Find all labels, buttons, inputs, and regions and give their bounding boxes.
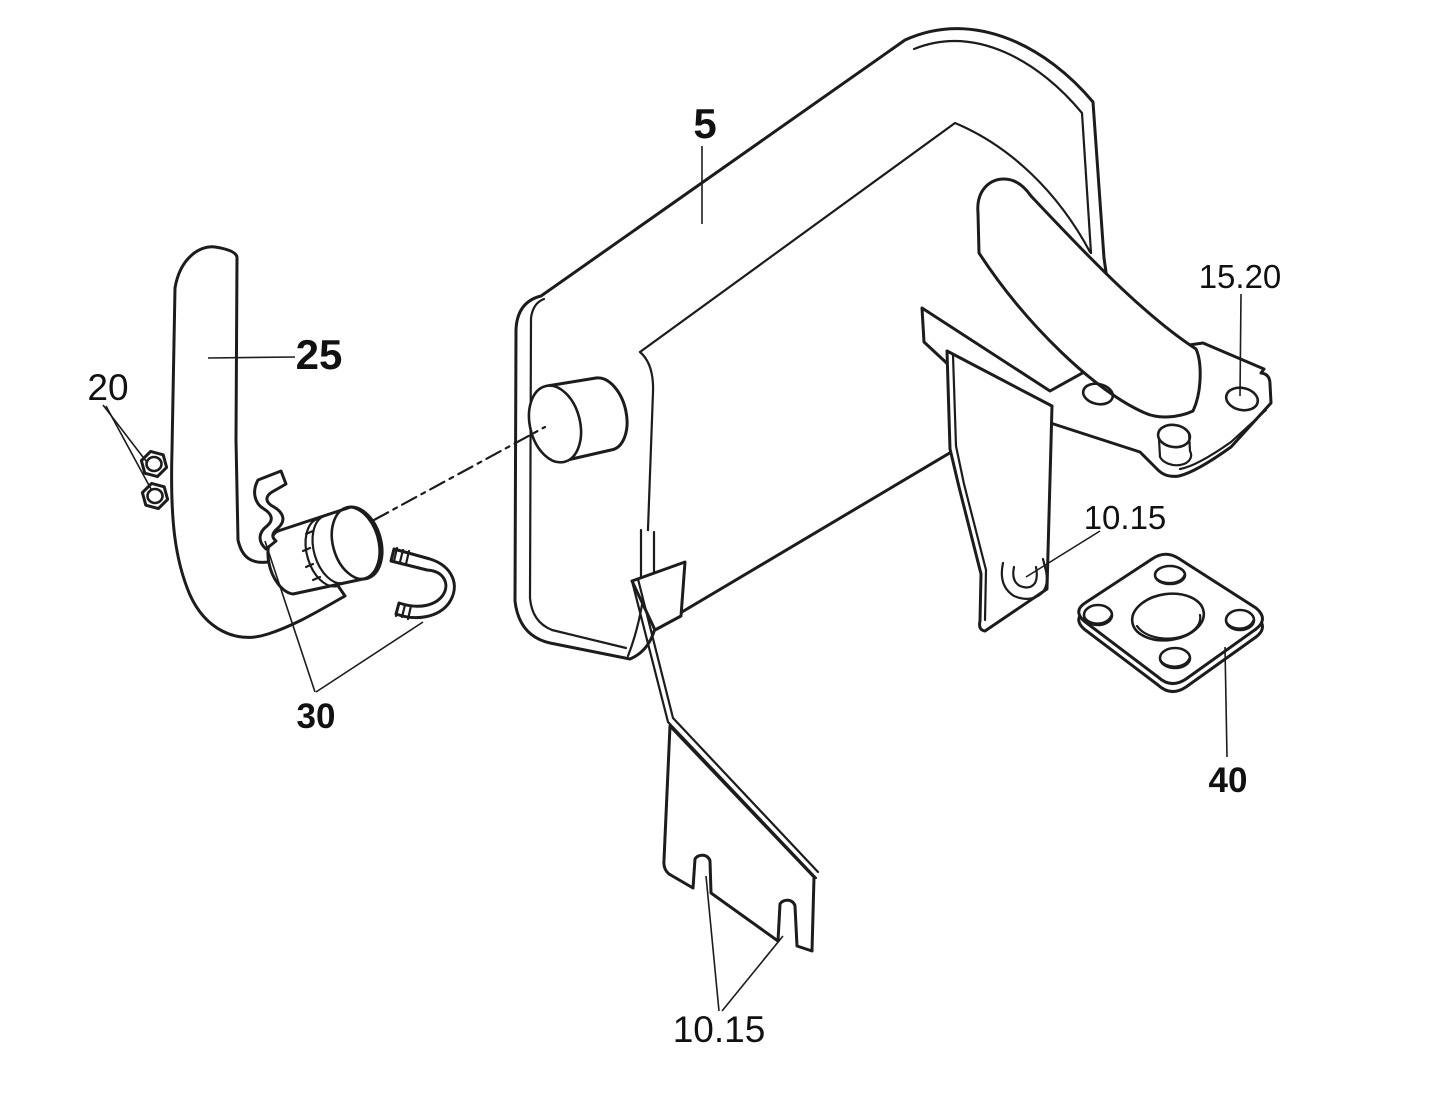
muffler-body bbox=[513, 27, 1115, 661]
gasket-hole-bottom bbox=[1158, 646, 1192, 670]
muffler-outline bbox=[513, 27, 1115, 661]
flange-holes bbox=[1081, 382, 1260, 467]
leader-40 bbox=[1224, 646, 1228, 758]
hanger-bracket bbox=[945, 349, 1054, 633]
callout-15-20: 15.20 bbox=[1199, 258, 1282, 295]
hanger-bracket-thickness bbox=[951, 353, 988, 622]
centerline-dash-dot bbox=[372, 425, 547, 522]
callout-10-15-upper: 10.15 bbox=[1084, 499, 1167, 536]
gasket-hole-right bbox=[1224, 608, 1256, 632]
gasket-hole-left-thk bbox=[1083, 614, 1113, 625]
pipe-sleeve bbox=[266, 505, 382, 596]
gasket-hole-left bbox=[1082, 603, 1114, 627]
elbow-outlet-pipe bbox=[976, 177, 1202, 419]
flange-plate-thickness bbox=[1178, 408, 1268, 471]
lower-bracket-edge-inner bbox=[636, 577, 820, 874]
muffler-inlet-rim bbox=[527, 384, 583, 464]
leader-10-15-lower-a bbox=[705, 875, 720, 1012]
lower-bracket-tab-fill bbox=[641, 530, 654, 577]
hex-nut-1 bbox=[139, 449, 169, 479]
leader-15-20 bbox=[1239, 293, 1242, 397]
hex-nut-1-bore bbox=[145, 455, 163, 473]
hex-nut-2-bore bbox=[146, 487, 164, 505]
hex-nut-2 bbox=[140, 481, 170, 511]
flange-boss-bottom bbox=[1158, 449, 1193, 467]
hook-slot-outer bbox=[1000, 557, 1048, 600]
leader-lines bbox=[102, 146, 1242, 1012]
pipe-sleeve-mouth bbox=[330, 505, 384, 581]
tailpipe-assembly bbox=[139, 245, 456, 639]
muffler-endcap-rim-top bbox=[529, 297, 546, 320]
callout-20: 20 bbox=[87, 367, 128, 408]
gasket bbox=[1077, 552, 1264, 693]
gasket-center-hole-thickness bbox=[1135, 613, 1202, 640]
callout-labels: 5 25 20 30 15.20 10.15 40 10.15 bbox=[87, 100, 1281, 1050]
gasket-hole-top-thk bbox=[1154, 574, 1186, 585]
gasket-hole-right-thk bbox=[1225, 619, 1255, 630]
u-bolt-threads bbox=[392, 546, 413, 621]
lower-bracket bbox=[630, 528, 820, 953]
lower-bracket-tab-edges bbox=[639, 528, 656, 579]
muffler-top-front-edge bbox=[638, 121, 1092, 354]
leader-20-b bbox=[105, 405, 152, 490]
leader-10-15-lower-b bbox=[721, 935, 784, 1012]
leader-30-a bbox=[264, 540, 316, 693]
muffler-right-rim bbox=[912, 40, 1093, 255]
callout-10-15-lower: 10.15 bbox=[673, 1009, 766, 1050]
lower-bracket-foot bbox=[662, 724, 816, 953]
callout-40: 40 bbox=[1209, 761, 1248, 800]
clamp-band bbox=[304, 514, 346, 588]
flange-hole-right bbox=[1224, 386, 1260, 412]
hex-nut-2-body bbox=[140, 481, 170, 511]
leader-10-15-upper bbox=[1025, 530, 1101, 578]
callout-25: 25 bbox=[296, 331, 343, 378]
hanger-bracket-body bbox=[945, 349, 1054, 633]
spring-clip bbox=[253, 469, 288, 551]
callout-30: 30 bbox=[297, 697, 336, 736]
flange-hole-left bbox=[1081, 382, 1115, 406]
muffler-endcap-rim bbox=[528, 316, 628, 650]
gasket-center-hole bbox=[1130, 592, 1206, 642]
hex-nut-1-body bbox=[139, 449, 169, 479]
hook-slot-inner bbox=[1012, 565, 1038, 589]
clamp-band-hatch bbox=[301, 529, 322, 582]
leader-25 bbox=[207, 356, 296, 359]
gasket-hole-bottom-thk bbox=[1159, 657, 1191, 668]
callout-5: 5 bbox=[693, 100, 716, 147]
flange-boss-walls bbox=[1157, 431, 1192, 459]
leader-30-b bbox=[315, 621, 424, 693]
